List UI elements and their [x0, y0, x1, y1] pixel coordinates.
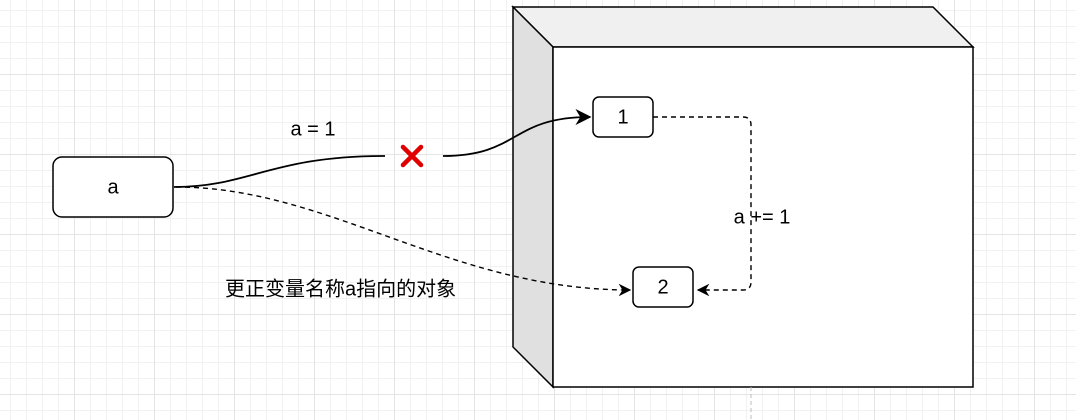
object-node-2[interactable]: 2	[632, 266, 694, 308]
augmented-assign-edge	[653, 116, 752, 297]
cube-side-face	[512, 5, 554, 389]
cross-icon	[400, 144, 424, 168]
object-node-1-box	[592, 96, 654, 138]
assign-edge-label: a = 1	[290, 118, 335, 140]
assign-edge-right	[442, 108, 592, 157]
variable-node-label: a	[107, 176, 119, 198]
augmented-assign-edge-label: a += 1	[734, 206, 791, 228]
variable-node-box	[52, 156, 174, 218]
assign-edge-left	[173, 155, 386, 188]
rebind-edge	[175, 186, 632, 297]
object-node-2-label: 2	[657, 276, 668, 298]
cube-top-face	[511, 6, 975, 48]
object-node-1[interactable]: 1	[592, 96, 654, 138]
object-node-2-box	[632, 266, 694, 308]
memory-cube	[511, 5, 975, 389]
rebind-edge-label: 更正变量名称a指向的对象	[225, 277, 456, 300]
variable-node-a[interactable]: a	[52, 156, 174, 218]
object-node-1-label: 1	[617, 106, 628, 128]
